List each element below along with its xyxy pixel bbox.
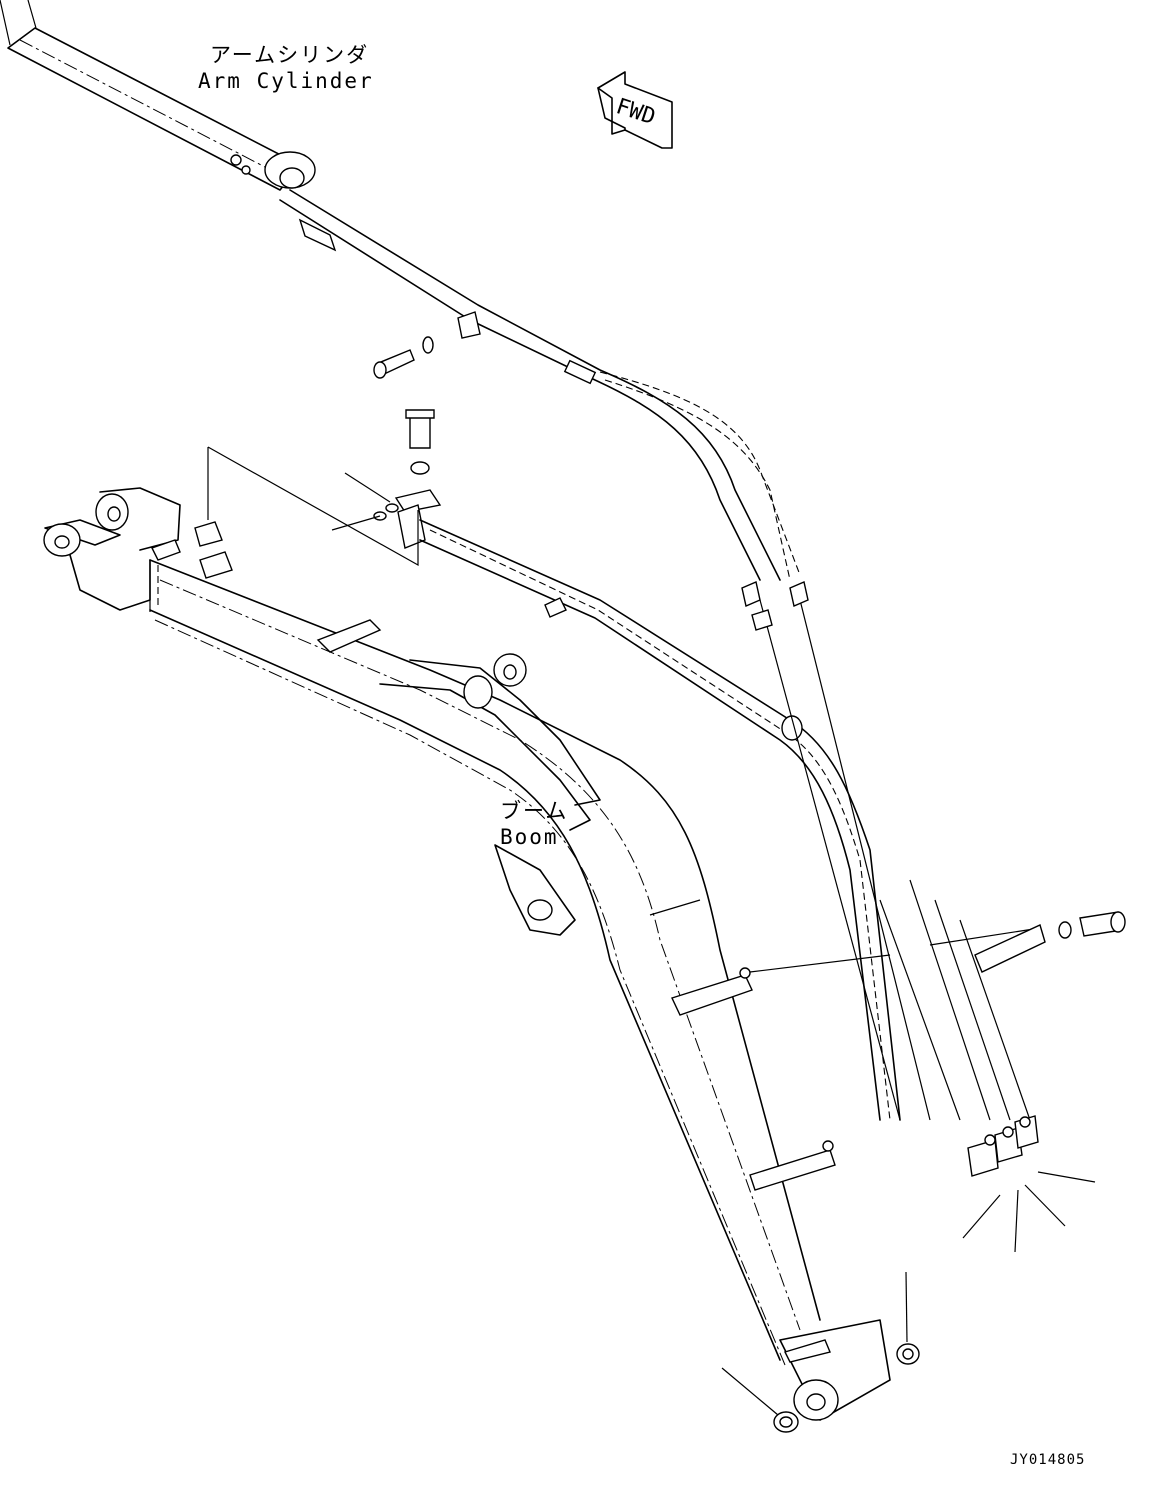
top-clamp-assembly	[207, 409, 442, 567]
arm-cylinder-label-en: Arm Cylinder	[198, 69, 374, 93]
drawing-code: JY014805	[1010, 1452, 1086, 1468]
arm-cylinder	[0, 0, 316, 191]
hose-clamp-lower	[749, 911, 1126, 973]
arm-hose-lower	[741, 581, 1031, 1121]
boom-label-jp: ブーム	[500, 799, 569, 823]
boom-label-en: Boom	[500, 825, 559, 849]
arm-cylinder-label-jp: アームシリンダ	[210, 43, 370, 67]
hose-clamp-bolt	[373, 336, 434, 379]
dust-seals	[721, 1271, 920, 1433]
hose-fittings	[962, 1115, 1096, 1253]
fwd-arrow-icon: FWD	[597, 71, 673, 149]
boom-hose	[419, 519, 901, 1121]
boom	[43, 487, 891, 1421]
arm-cylinder-hose	[279, 189, 801, 581]
